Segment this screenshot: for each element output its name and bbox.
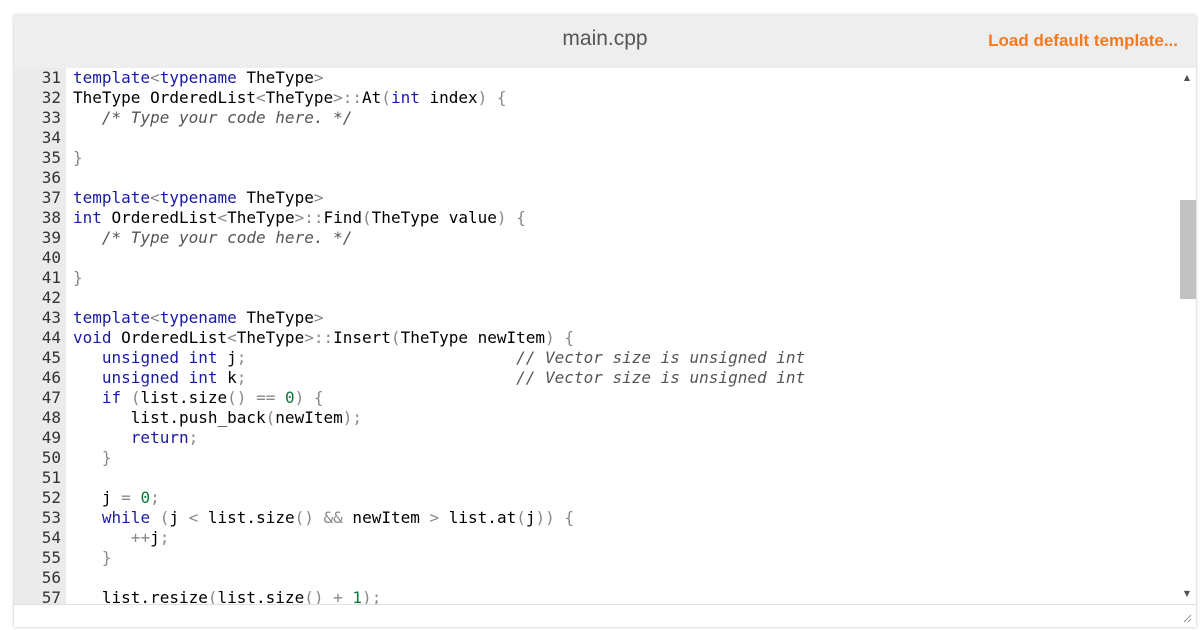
line-number: 44 (41, 328, 61, 347)
line-number: 47 (41, 388, 61, 407)
line-number: 52 (41, 488, 61, 507)
line-number: 42 (41, 288, 61, 307)
code-text[interactable]: while (j < list.size() && newItem > list… (101, 508, 575, 527)
line-number-gutter (14, 68, 66, 604)
code-line[interactable]: 36 (14, 168, 1178, 188)
code-text[interactable]: template<typename TheType> (73, 308, 324, 327)
code-text[interactable]: return; (130, 428, 199, 447)
code-line[interactable]: 56 (14, 568, 1178, 588)
code-line[interactable]: 35} (14, 148, 1178, 168)
code-line[interactable]: 52 j = 0; (14, 488, 1178, 508)
line-number: 54 (41, 528, 61, 547)
line-number: 33 (41, 108, 61, 127)
line-number: 49 (41, 428, 61, 447)
line-number: 38 (41, 208, 61, 227)
scroll-up-icon[interactable]: ▲ (1183, 73, 1191, 82)
resize-grip-icon[interactable] (1182, 613, 1192, 623)
code-line[interactable]: 48 list.push_back(newItem); (14, 408, 1178, 428)
editor-footer (14, 604, 1196, 627)
code-line[interactable]: 50 } (14, 448, 1178, 468)
code-line[interactable]: 53 while (j < list.size() && newItem > l… (14, 508, 1178, 528)
scroll-down-icon[interactable]: ▼ (1183, 589, 1191, 598)
code-line[interactable]: 37 template<typename TheType> (14, 188, 1178, 208)
code-text[interactable]: template<typename TheType> (73, 68, 324, 87)
line-number: 57 (41, 588, 61, 604)
line-number: 50 (41, 448, 61, 467)
code-text[interactable]: j = 0; (73, 488, 160, 507)
code-text[interactable]: void OrderedList<TheType>::Insert(TheTyp… (73, 328, 574, 347)
line-number: 45 (41, 348, 61, 367)
code-text[interactable]: } (101, 548, 112, 567)
code-line[interactable]: 40 (14, 248, 1178, 268)
line-number: 41 (41, 268, 61, 287)
line-number: 43 (41, 308, 61, 327)
code-editor-panel: main.cpp Load default template... 31 temp… (14, 14, 1196, 627)
code-text[interactable]: unsigned int k; // Vector size is unsign… (101, 368, 806, 387)
code-line[interactable]: 45 unsigned int j; // Vector size is uns… (14, 348, 1178, 368)
code-line[interactable]: 57 list.resize(list.size() + 1); (14, 588, 1178, 604)
code-line[interactable]: 38 int OrderedList<TheType>::Find(TheType… (14, 208, 1178, 228)
code-text[interactable]: list.push_back(newItem); (73, 408, 363, 427)
code-line[interactable]: 32 TheType OrderedList<TheType>::At(int i… (14, 88, 1178, 108)
line-number: 35 (41, 148, 61, 167)
code-lines[interactable]: 31 template<typename TheType> 32 TheType Or… (14, 68, 1178, 604)
line-number: 40 (41, 248, 61, 267)
vertical-scrollbar[interactable]: ▲ ▼ (1178, 68, 1196, 604)
code-text[interactable]: } (73, 148, 83, 167)
line-number: 37 (41, 188, 61, 207)
code-text[interactable]: TheType OrderedList<TheType>::At(int ind… (73, 88, 507, 107)
code-line[interactable]: 55 } (14, 548, 1178, 568)
line-number: 32 (41, 88, 61, 107)
code-line[interactable]: 54 ++j; (14, 528, 1178, 548)
code-line[interactable]: 39 /* Type your code here. */ (14, 228, 1178, 248)
code-line[interactable]: 34 (14, 128, 1178, 148)
editor-header: main.cpp Load default template... (14, 14, 1196, 68)
code-text[interactable]: } (73, 268, 83, 287)
line-number: 36 (41, 168, 61, 187)
line-number: 46 (41, 368, 61, 387)
code-line[interactable]: 31 template<typename TheType> (14, 68, 1178, 88)
code-text[interactable]: /* Type your code here. */ (101, 108, 353, 127)
scroll-thumb[interactable] (1180, 200, 1196, 299)
code-text[interactable]: unsigned int j; // Vector size is unsign… (101, 348, 806, 367)
code-text[interactable]: int OrderedList<TheType>::Find(TheType v… (73, 208, 526, 227)
code-line[interactable]: 47 if (list.size() == 0) { (14, 388, 1178, 408)
line-number: 53 (41, 508, 61, 527)
line-number: 55 (41, 548, 61, 567)
code-text[interactable]: /* Type your code here. */ (101, 228, 353, 247)
line-number: 56 (41, 568, 61, 587)
file-name: main.cpp (562, 27, 648, 50)
code-text[interactable]: list.resize(list.size() + 1); (73, 588, 382, 604)
code-line[interactable]: 33 /* Type your code here. */ (14, 108, 1178, 128)
line-number: 34 (41, 128, 61, 147)
code-line[interactable]: 42 (14, 288, 1178, 308)
code-text[interactable]: ++j; (130, 528, 170, 547)
line-number: 51 (41, 468, 61, 487)
line-number: 31 (41, 68, 61, 87)
code-text[interactable]: } (101, 448, 112, 467)
line-number: 48 (41, 408, 61, 427)
code-text[interactable]: if (list.size() == 0) { (101, 388, 324, 407)
code-line[interactable]: 44 void OrderedList<TheType>::Insert(TheT… (14, 328, 1178, 348)
code-line[interactable]: 41} (14, 268, 1178, 288)
line-number: 39 (41, 228, 61, 247)
code-area[interactable]: 31 template<typename TheType> 32 TheType Or… (14, 68, 1196, 604)
code-line[interactable]: 46 unsigned int k; // Vector size is uns… (14, 368, 1178, 388)
load-default-template-link[interactable]: Load default template... (988, 31, 1178, 50)
code-text[interactable]: template<typename TheType> (73, 188, 324, 207)
code-line[interactable]: 43 template<typename TheType> (14, 308, 1178, 328)
code-line[interactable]: 51 (14, 468, 1178, 488)
code-line[interactable]: 49 return; (14, 428, 1178, 448)
